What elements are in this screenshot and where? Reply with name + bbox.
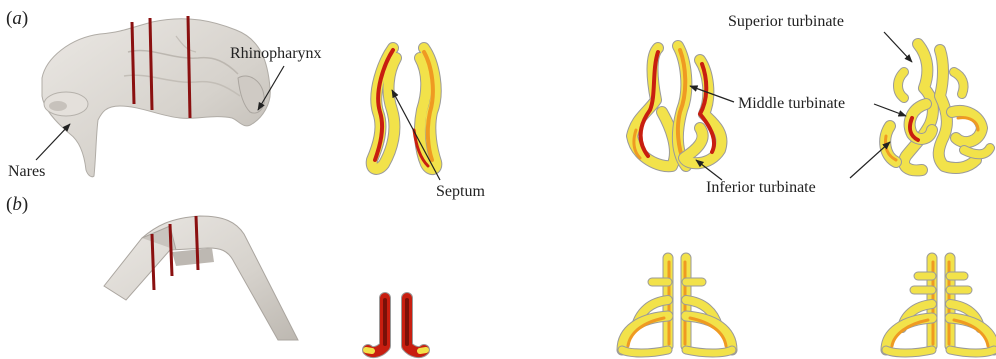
arrow-superior-turbinate: [884, 32, 912, 62]
label-septum: Septum: [436, 183, 485, 200]
idealized-geometry: [104, 216, 298, 340]
label-superior-turbinate: Superior turbinate: [728, 13, 844, 30]
panel-b-label: (b): [6, 194, 28, 215]
cross-section-b1: [366, 298, 426, 352]
arrow-inferior-turbinate-right: [850, 142, 890, 178]
panel-a-label: (a): [6, 8, 28, 29]
panel-a-label-close: ): [22, 8, 28, 29]
label-inferior-turbinate: Inferior turbinate: [706, 179, 816, 196]
nasal-geometry-3d: [42, 16, 270, 177]
cross-section-a3: [885, 44, 990, 170]
label-rhinopharynx: Rhinopharynx: [230, 45, 322, 62]
cut-plane-b2: [170, 224, 172, 276]
cut-plane-3: [188, 16, 190, 118]
label-nares: Nares: [8, 163, 45, 180]
panel-a-label-letter: a: [12, 8, 22, 29]
cross-section-a1: [372, 48, 437, 169]
cross-section-b3: [886, 258, 994, 353]
panel-b-label-letter: b: [12, 194, 22, 215]
cross-section-a2: [632, 46, 721, 166]
cut-plane-b3: [196, 216, 198, 270]
cut-plane-b1: [152, 234, 154, 290]
arrow-nares: [36, 124, 70, 160]
panel-b-label-close: ): [22, 194, 28, 215]
cut-plane-2: [150, 18, 152, 110]
cut-plane-1: [132, 22, 134, 104]
arrow-middle-turbinate-right: [874, 104, 906, 116]
cross-section-b2: [622, 258, 732, 353]
label-middle-turbinate: Middle turbinate: [738, 95, 845, 112]
